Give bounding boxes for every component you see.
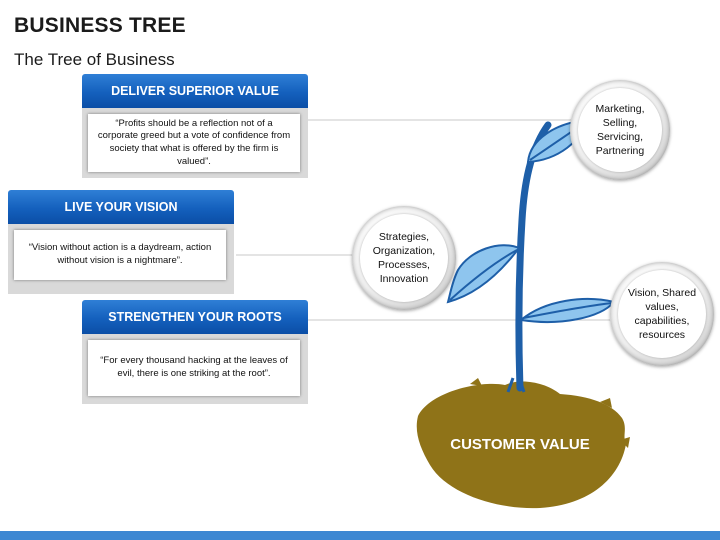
- circle-vision-shared-values: Vision, Shared values, capabilities, res…: [610, 262, 714, 366]
- page-title: BUSINESS TREE: [14, 14, 186, 37]
- circle-text: Marketing, Selling, Servicing, Partnerin…: [578, 88, 662, 172]
- panel-header: LIVE YOUR VISION: [8, 190, 234, 224]
- circle-line: Selling,: [602, 116, 638, 129]
- quote-text: “Profits should be a reflection not of a…: [88, 114, 300, 172]
- soil-crumb: [470, 378, 482, 386]
- panel-deliver-superior-value: DELIVER SUPERIOR VALUE “Profits should b…: [82, 74, 308, 178]
- circle-text: Vision, Shared values, capabilities, res…: [618, 270, 706, 358]
- circle-line: Servicing,: [596, 131, 644, 143]
- circle-text: Strategies, Organization, Processes, Inn…: [360, 214, 448, 302]
- circle-marketing: Marketing, Selling, Servicing, Partnerin…: [570, 80, 670, 180]
- circle-strategies: Strategies, Organization, Processes, Inn…: [352, 206, 456, 310]
- circle-line: values,: [645, 300, 679, 313]
- panel-strengthen-your-roots: STRENGTHEN YOUR ROOTS “For every thousan…: [82, 300, 308, 404]
- soil-crumb: [600, 398, 612, 408]
- circle-line: Innovation: [379, 273, 429, 286]
- customer-value-label: CUSTOMER VALUE: [450, 436, 590, 453]
- page-subtitle: The Tree of Business: [14, 50, 175, 69]
- circle-line: Strategies,: [378, 230, 430, 243]
- circle-line: resources: [638, 329, 686, 342]
- soil-mound: [416, 381, 626, 509]
- circle-line: Partnering: [595, 145, 645, 158]
- leaf-right-vein: [522, 302, 613, 319]
- ground-bar: [0, 531, 720, 540]
- quote-text: “For every thousand hacking at the leave…: [88, 340, 300, 396]
- leaf-left-vein: [449, 249, 518, 301]
- circle-line: Processes,: [378, 259, 430, 271]
- circle-line: Organization,: [372, 244, 436, 257]
- circle-line: Vision, Shared: [627, 286, 697, 299]
- plant-stem: [515, 121, 552, 392]
- soil-crumb: [620, 437, 630, 448]
- panel-header: STRENGTHEN YOUR ROOTS: [82, 300, 308, 334]
- panel-live-your-vision: LIVE YOUR VISION “Vision without action …: [8, 190, 234, 294]
- circle-line: Marketing,: [595, 102, 645, 115]
- quote-text: “Vision without action is a daydream, ac…: [14, 230, 226, 280]
- circle-line: capabilities,: [634, 315, 690, 327]
- panel-header: DELIVER SUPERIOR VALUE: [82, 74, 308, 108]
